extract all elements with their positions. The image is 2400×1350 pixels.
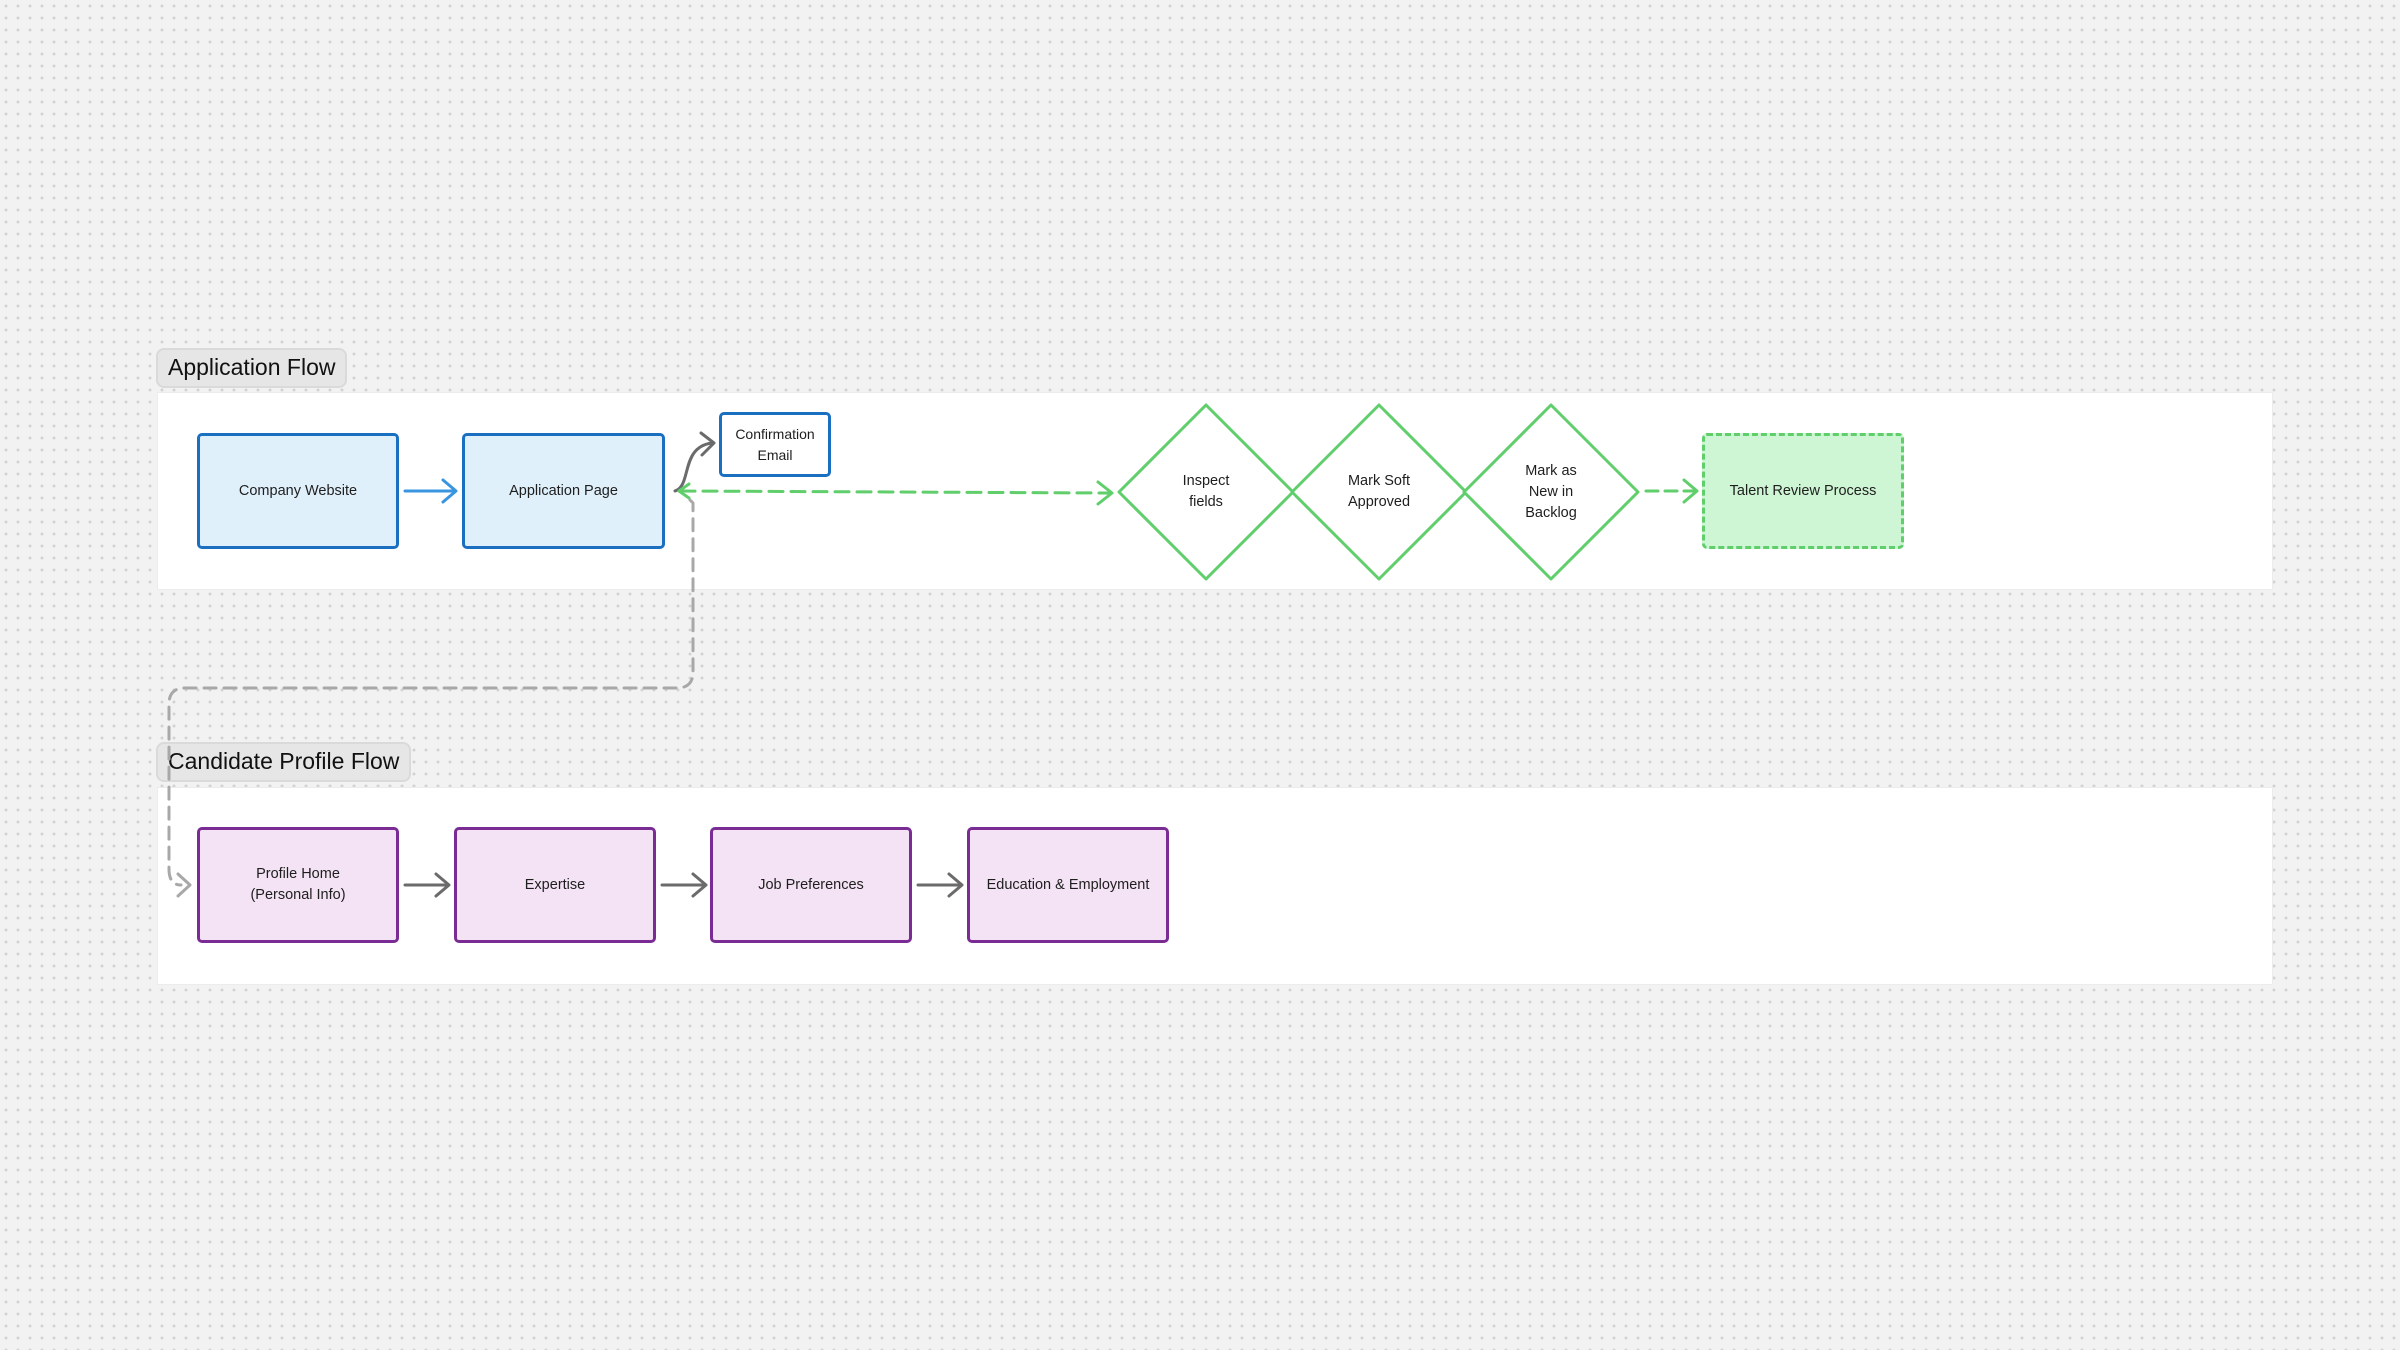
arrow-website-to-application [403, 478, 458, 504]
inspect-fields-diamond[interactable] [1117, 403, 1295, 581]
arrow-application-to-profile-home [167, 498, 695, 898]
mark-new-in-backlog-diamond[interactable] [1462, 403, 1640, 581]
job-preferences-node[interactable]: Job Preferences [710, 827, 912, 943]
talent-review-process-node[interactable]: Talent Review Process [1702, 433, 1904, 549]
arrow-application-to-inspect [677, 480, 1114, 506]
candidate-profile-flow-title: Candidate Profile Flow [156, 742, 412, 782]
mark-soft-approved-label: Mark Soft Approved [1347, 473, 1411, 510]
company-website-node[interactable]: Company Website [197, 433, 399, 549]
arrow-profile-to-expertise [403, 872, 451, 898]
application-flow-title: Application Flow [156, 348, 348, 388]
arrow-expertise-to-job-preferences [660, 872, 708, 898]
arrow-job-preferences-to-education [916, 872, 964, 898]
expertise-node[interactable]: Expertise [454, 827, 656, 943]
arrow-backlog-to-talent-review [1644, 478, 1699, 504]
inspect-fields-label: Inspect fields [1182, 473, 1230, 510]
mark-soft-approved-diamond[interactable] [1290, 403, 1468, 581]
confirmation-email-node[interactable]: Confirmation Email [719, 412, 831, 477]
profile-home-node[interactable]: Profile Home (Personal Info) [197, 827, 399, 943]
education-employment-node[interactable]: Education & Employment [967, 827, 1169, 943]
arrow-application-to-confirmation [673, 431, 716, 493]
mark-new-in-backlog-label: Mark as New in Backlog [1525, 462, 1577, 521]
application-page-node[interactable]: Application Page [462, 433, 665, 549]
